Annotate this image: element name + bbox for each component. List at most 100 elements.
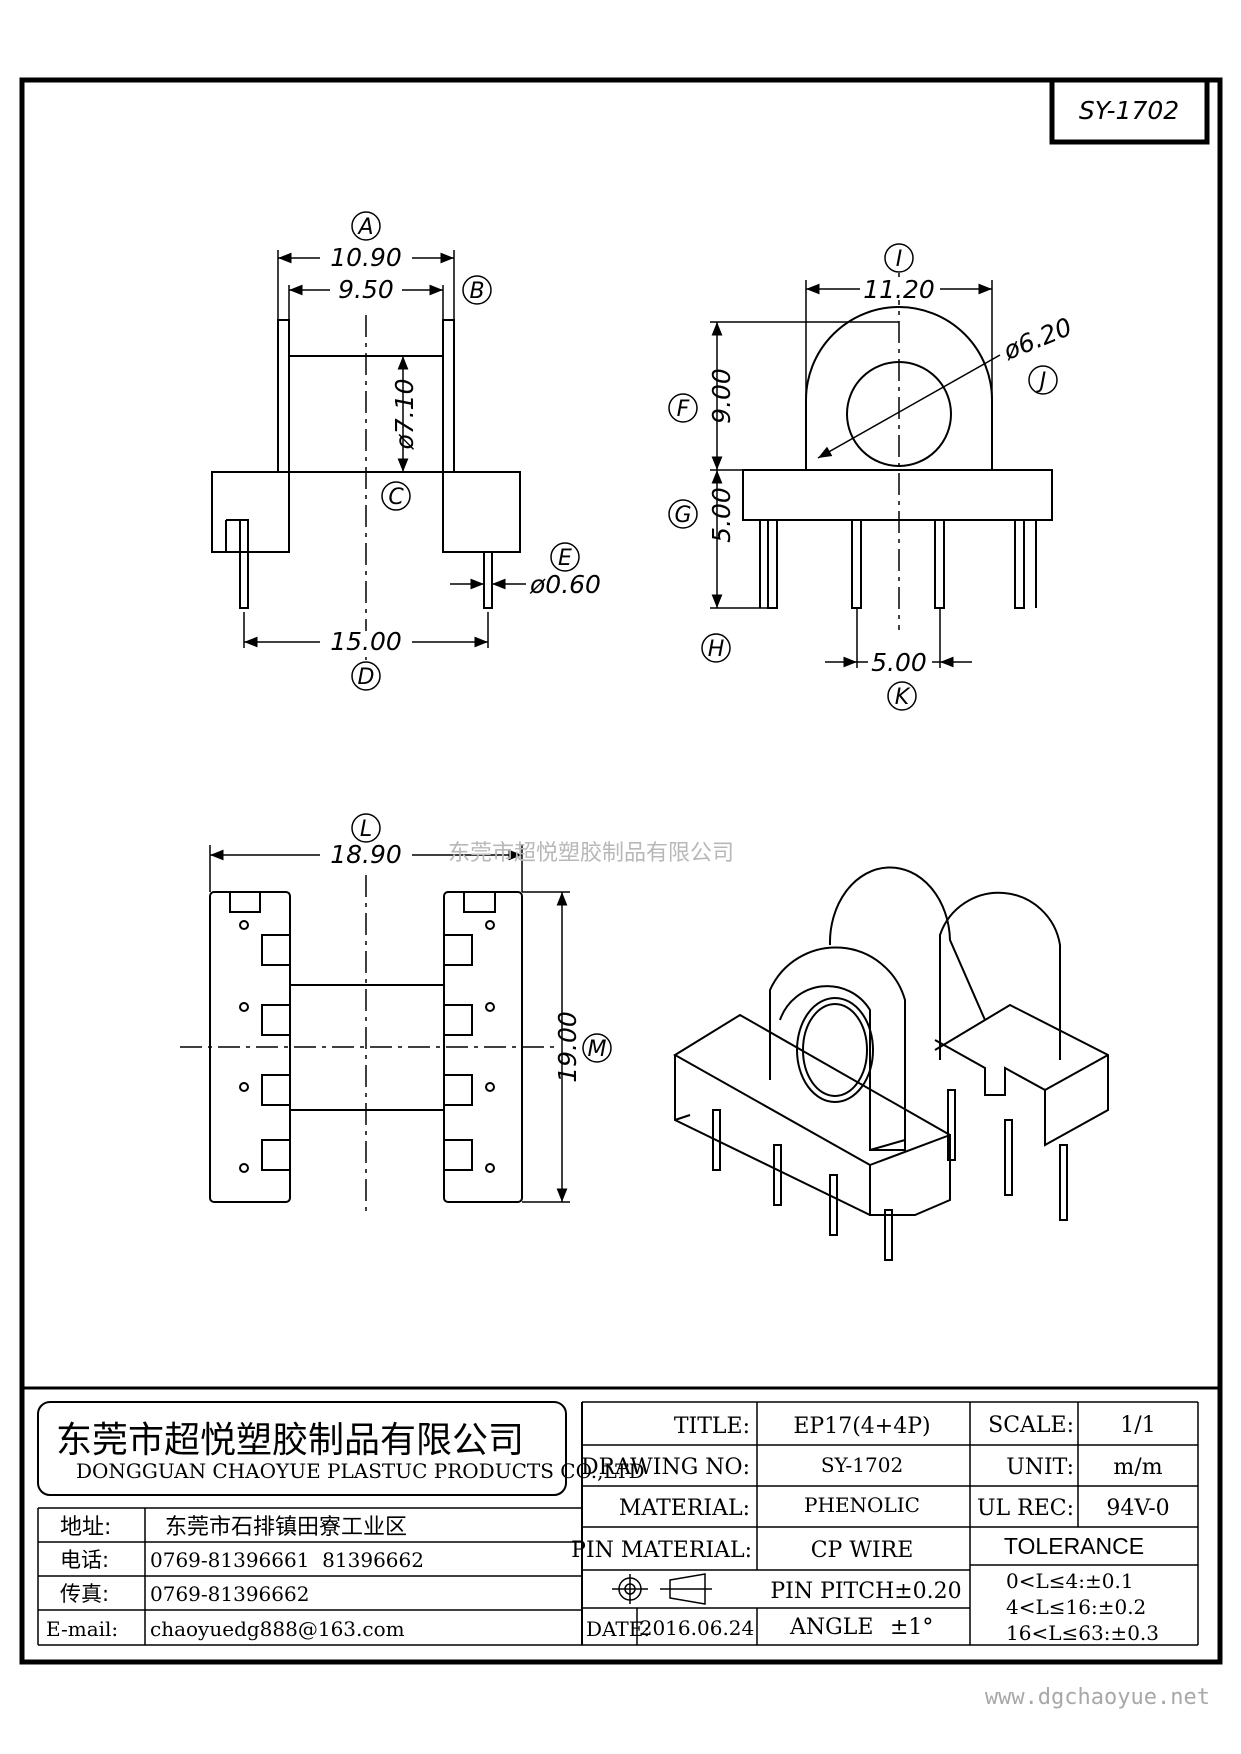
scale-value: 1/1 bbox=[1120, 1413, 1155, 1438]
dim-j-value: ø6.20 bbox=[998, 312, 1076, 366]
watermark: 东莞市超悦塑胶制品有限公司 bbox=[448, 841, 734, 866]
front-pin-left bbox=[239, 519, 249, 609]
dim-f-value: 9.00 bbox=[707, 368, 736, 424]
callouts: A B C D E F G H I J K L M bbox=[351, 211, 1058, 1063]
svg-text:J: J bbox=[1036, 369, 1047, 394]
dim-c-value: ø7.10 bbox=[390, 379, 419, 451]
pin-pitch: PIN PITCH±0.20 bbox=[770, 1579, 961, 1604]
front-view bbox=[211, 250, 526, 660]
callout-c: C bbox=[381, 481, 411, 511]
callout-j: J bbox=[1028, 365, 1058, 395]
dim-l-value: 18.90 bbox=[330, 840, 402, 869]
dim-m-value: 19.00 bbox=[553, 1011, 582, 1083]
ul-label: UL REC: bbox=[977, 1496, 1074, 1521]
svg-text:K: K bbox=[895, 685, 911, 710]
address-value: 东莞市石排镇田寮工业区 bbox=[165, 1515, 407, 1540]
phone-label: 电话: bbox=[60, 1548, 109, 1572]
front-flange-right bbox=[442, 319, 455, 473]
fax-value: 0769-81396662 bbox=[150, 1582, 309, 1606]
side-flange bbox=[805, 306, 993, 470]
material-value: PHENOLIC bbox=[804, 1493, 920, 1517]
svg-text:M: M bbox=[588, 1037, 607, 1062]
title-value: EP17(4+4P) bbox=[793, 1414, 930, 1439]
dim-g-value: 5.00 bbox=[707, 487, 736, 543]
pin-material-value: CP WIRE bbox=[811, 1538, 914, 1563]
callout-l: L bbox=[351, 813, 381, 843]
svg-text:C: C bbox=[388, 485, 404, 510]
website: www.dgchaoyue.net bbox=[985, 1685, 1210, 1710]
address-label: 地址: bbox=[60, 1515, 111, 1540]
email-label: E-mail: bbox=[46, 1617, 118, 1641]
iso-rear-flange bbox=[939, 891, 1061, 1060]
drawing-frame bbox=[19, 77, 1223, 1665]
company-name-en: DONGGUAN CHAOYUE PLASTUC PRODUCTS CO.,LT… bbox=[76, 1459, 645, 1483]
callout-g: G bbox=[668, 499, 698, 529]
front-base-right bbox=[442, 471, 521, 553]
angle-value: ±1° bbox=[890, 1615, 933, 1640]
side-pin-3 bbox=[934, 519, 945, 609]
side-pin-2 bbox=[851, 519, 862, 609]
isometric-view bbox=[673, 866, 1109, 1261]
dim-k-value: 5.00 bbox=[871, 648, 927, 677]
bottom-view bbox=[180, 845, 570, 1215]
callout-f: F bbox=[668, 393, 698, 423]
dim-b-value: 9.50 bbox=[338, 275, 394, 304]
drawing-no-label: DRAWING NO: bbox=[581, 1455, 750, 1480]
iso-front-base bbox=[673, 1013, 951, 1216]
fax-label: 传真: bbox=[60, 1582, 109, 1606]
angle-label: ANGLE bbox=[789, 1615, 873, 1640]
dim-a-value: 10.90 bbox=[330, 243, 402, 272]
svg-text:F: F bbox=[677, 397, 690, 422]
callout-d: D bbox=[351, 661, 381, 691]
email-value: chaoyuedg888@163.com bbox=[150, 1617, 405, 1641]
dim-e-value: ø0.60 bbox=[529, 570, 601, 599]
date-label: DATE: bbox=[586, 1617, 650, 1641]
svg-text:A: A bbox=[356, 215, 373, 240]
callout-h: H bbox=[701, 633, 731, 663]
drawing-no-value: SY-1702 bbox=[821, 1453, 903, 1477]
callout-e: E bbox=[550, 542, 580, 572]
title-label: TITLE: bbox=[674, 1414, 750, 1439]
iso-front-flange bbox=[769, 946, 906, 1151]
svg-text:I: I bbox=[896, 247, 903, 272]
callout-i: I bbox=[884, 243, 914, 273]
svg-text:E: E bbox=[558, 546, 572, 571]
unit-label: UNIT: bbox=[1006, 1455, 1074, 1480]
material-label: MATERIAL: bbox=[619, 1496, 750, 1521]
front-base-left bbox=[211, 471, 290, 553]
svg-text:D: D bbox=[358, 665, 375, 690]
callout-k: K bbox=[887, 681, 917, 711]
pin-material-label: PIN MATERIAL: bbox=[571, 1538, 752, 1563]
iso-bore bbox=[796, 997, 874, 1103]
callout-a: A bbox=[351, 211, 381, 241]
part-code: SY-1702 bbox=[1079, 96, 1179, 125]
side-base bbox=[742, 469, 1053, 521]
side-pin-1 bbox=[767, 519, 778, 609]
tolerance-line-2: 4<L≤16:±0.2 bbox=[1006, 1595, 1146, 1619]
company-name-cn: 东莞市超悦塑胶制品有限公司 bbox=[56, 1420, 524, 1461]
title-block bbox=[22, 1386, 1220, 1646]
company-box bbox=[37, 1401, 567, 1496]
side-view bbox=[710, 245, 1053, 668]
dim-i-value: 11.20 bbox=[863, 275, 935, 304]
date-value: 2016.06.24 bbox=[640, 1616, 755, 1640]
scale-label: SCALE: bbox=[988, 1413, 1074, 1438]
callout-b: B bbox=[462, 275, 492, 305]
svg-text:L: L bbox=[360, 817, 372, 842]
svg-text:G: G bbox=[674, 503, 691, 528]
svg-text:B: B bbox=[469, 279, 484, 304]
unit-value: m/m bbox=[1113, 1455, 1162, 1480]
phone-value: 0769-81396661 81396662 bbox=[150, 1548, 424, 1572]
svg-text:H: H bbox=[708, 637, 725, 662]
tolerance-title: TOLERANCE bbox=[1004, 1533, 1144, 1559]
projection-symbol-icon bbox=[612, 1573, 712, 1605]
dim-d-value: 15.00 bbox=[330, 627, 402, 656]
callout-m: M bbox=[582, 1033, 612, 1063]
iso-rear-base bbox=[934, 1003, 1109, 1147]
front-flange-left bbox=[277, 319, 290, 473]
part-code-box bbox=[1049, 77, 1210, 145]
ul-value: 94V-0 bbox=[1106, 1496, 1169, 1521]
front-pin-right bbox=[483, 551, 493, 609]
iso-barrel bbox=[828, 866, 986, 1151]
